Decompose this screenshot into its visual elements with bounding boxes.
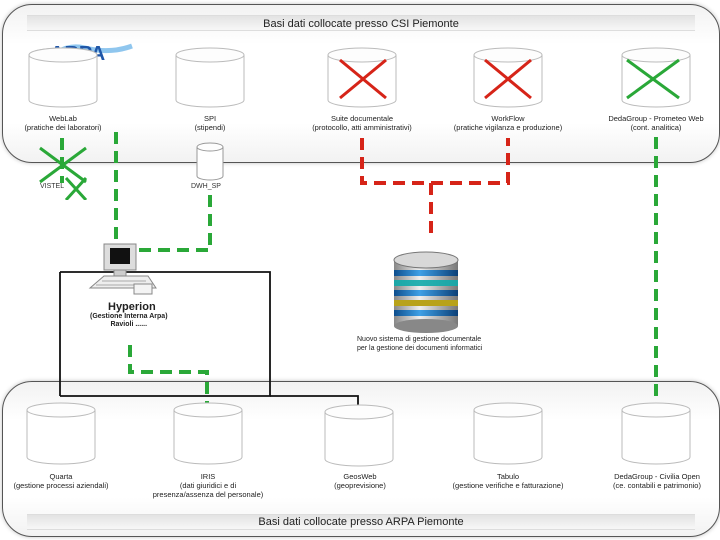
quarta-db-icon [25,402,97,466]
geosweb-label: GeosWeb (geoprevisione) [334,472,386,490]
weblab-label: WebLab (pratiche dei laboratori) [24,114,102,132]
vistel-label: VISTEL [40,183,65,190]
arpa-title-bar [27,514,695,530]
csi-panel: Basi dati collocate presso CSI Piemonte [2,4,720,163]
hyperion-title: Hyperion [108,301,156,313]
suite-documentale-label: Suite documentale (protocollo, atti ammi… [312,114,412,132]
csi-title-bar [27,15,695,31]
new-system-label: Nuovo sistema di gestione documentale pe… [357,336,483,352]
spi-db-icon [174,47,246,109]
tabulo-db-icon [472,402,544,466]
green-cross-prometeo-icon [626,58,680,100]
geosweb-db-icon [323,404,395,468]
weblab-db-icon [27,47,99,109]
red-cross-workflow-icon [484,58,532,100]
csi-panel-title: Basi dati collocate presso CSI Piemonte [263,18,459,30]
dwh-db-icon [196,142,224,182]
civilia-label: DedaGroup - Civilia Open (ce. contabili … [613,472,701,490]
dwh-label: DWH_SP [191,183,221,190]
prometeo-label: DedaGroup - Prometeo Web (cont. analitic… [608,114,704,132]
spi-label: SPI (stipendi) [194,114,226,132]
iris-label: IRIS (dati giuridici e di presenza/assen… [152,472,264,499]
iris-db-icon [172,402,244,466]
tabulo-label: Tabulo (gestione verifiche e fatturazion… [452,472,564,490]
hyperion-subtitle: (Gestione Interna Arpa) Ravioli ...... [90,313,168,328]
quarta-label: Quarta (gestione processi aziendali) [13,472,109,490]
arpa-panel-title: Basi dati collocate presso ARPA Piemonte [258,516,464,528]
workflow-label: WorkFlow (pratiche vigilanza e produzion… [453,114,563,132]
civilia-db-icon [620,402,692,466]
red-cross-suite-icon [339,58,387,100]
document-server-icon [393,251,459,333]
hyperion-computer-icon [88,243,157,295]
green-cross-weblab-icon [39,146,88,200]
